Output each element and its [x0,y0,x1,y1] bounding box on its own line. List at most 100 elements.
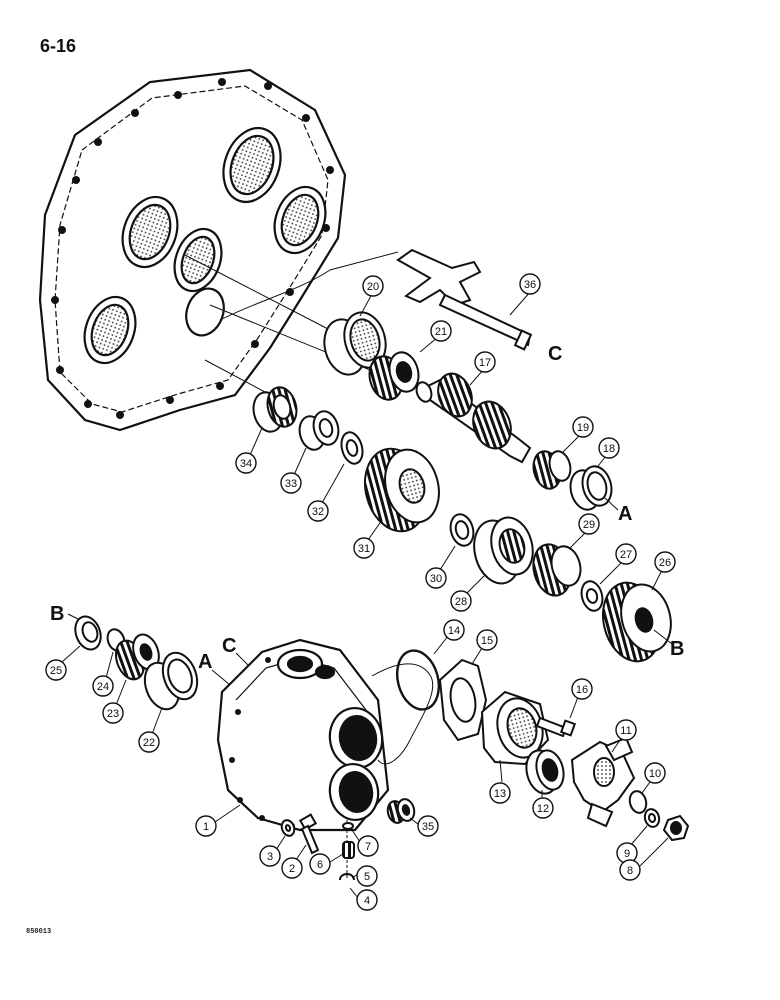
svg-text:4: 4 [364,895,370,907]
callout-leader-7 [351,829,361,843]
callout-27: 27 [615,543,637,565]
callout-12: 12 [532,797,554,819]
svg-text:9: 9 [624,848,630,860]
svg-text:26: 26 [659,557,671,569]
connector-letter-B-left: B [50,603,64,625]
callout-26: 26 [654,551,676,573]
callout-leader-24 [105,651,114,679]
seal [74,615,102,651]
callout-leader-20 [359,293,373,317]
svg-text:24: 24 [97,681,109,693]
callout-leader-11 [611,739,621,753]
callout-leader-32 [321,463,345,504]
case [216,638,390,832]
callout-15: 15 [476,629,498,651]
svg-text:21: 21 [435,326,447,338]
thrust-washer [580,580,604,612]
callout-leader-26 [651,569,663,591]
callout-leader-3 [275,835,286,851]
connector-leader-C-left [235,652,249,666]
spring [342,841,355,859]
callout-20: 20 [362,275,384,297]
callout-leader-23 [115,679,127,706]
callout-leader-33 [293,447,307,476]
callout-28: 28 [450,590,472,612]
callout-leader-28 [465,575,485,595]
svg-text:3: 3 [267,851,273,863]
bearing-cone [532,450,572,490]
svg-text:36: 36 [524,279,536,291]
callout-leader-8 [639,837,669,867]
assembly-leader-lines [184,251,403,404]
callout-8: 8 [619,859,641,881]
callout-leader-1 [214,804,241,823]
callout-22: 22 [138,731,160,753]
bolt [298,813,320,855]
callout-leader-14 [433,635,449,655]
callout-23: 23 [102,702,124,724]
bearing-cone [114,633,160,681]
callout-leader-31 [367,519,383,541]
svg-text:23: 23 [107,708,119,720]
connector-letter-B-right: B [670,638,684,660]
bearing-cup [323,311,387,376]
callout-7: 7 [357,835,379,857]
bearing-cup [569,465,613,511]
callout-33: 33 [280,472,302,494]
svg-text:34: 34 [240,458,252,470]
callout-leader-17 [469,369,484,386]
callout-3: 3 [259,845,281,867]
o-ring [628,790,648,814]
callout-2: 2 [281,857,303,879]
callout-leader-27 [599,561,623,585]
callout-19: 19 [572,416,594,438]
svg-text:17: 17 [479,357,491,369]
svg-text:30: 30 [430,573,442,585]
callout-4: 4 [356,889,378,911]
bearing [386,798,416,824]
gear [602,581,672,663]
svg-text:27: 27 [620,549,632,561]
callout-25: 25 [45,659,67,681]
connector-letter-A-top: A [618,503,632,525]
coupler [473,516,534,585]
washer [280,819,296,837]
svg-text:8: 8 [627,865,633,877]
gear [364,447,440,533]
callout-leader-10 [641,781,651,794]
shift-fork [396,248,533,351]
seal [525,749,565,795]
callout-21: 21 [430,320,452,342]
svg-text:10: 10 [649,768,661,780]
svg-text:6: 6 [317,859,323,871]
bolt [535,716,577,738]
needle-bearing [252,386,298,433]
detent-plug [342,822,354,830]
callout-14: 14 [443,619,465,641]
svg-text:25: 25 [50,665,62,677]
callout-1: 1 [195,815,217,837]
svg-text:14: 14 [448,625,460,637]
callout-leader-4 [349,887,359,899]
spacer [298,410,340,451]
connector-leader-A-top [604,497,619,511]
callout-leader-16 [569,696,579,719]
gasket [395,649,441,711]
callout-16: 16 [571,678,593,700]
connector-leader-B-right [653,629,673,645]
yoke [570,736,636,828]
svg-text:29: 29 [583,519,595,531]
nut [662,814,690,842]
callout-32: 32 [307,500,329,522]
page-number: 6-16 [40,36,77,56]
svg-text:35: 35 [422,821,434,833]
callout-leader-2 [295,844,307,861]
callout-13: 13 [489,782,511,804]
callout-leader-36 [509,291,531,316]
svg-text:12: 12 [537,803,549,815]
callout-leader-25 [61,645,81,663]
connector-leader-A-left [211,669,231,686]
svg-text:28: 28 [455,596,467,608]
callout-leader-6 [329,853,344,863]
